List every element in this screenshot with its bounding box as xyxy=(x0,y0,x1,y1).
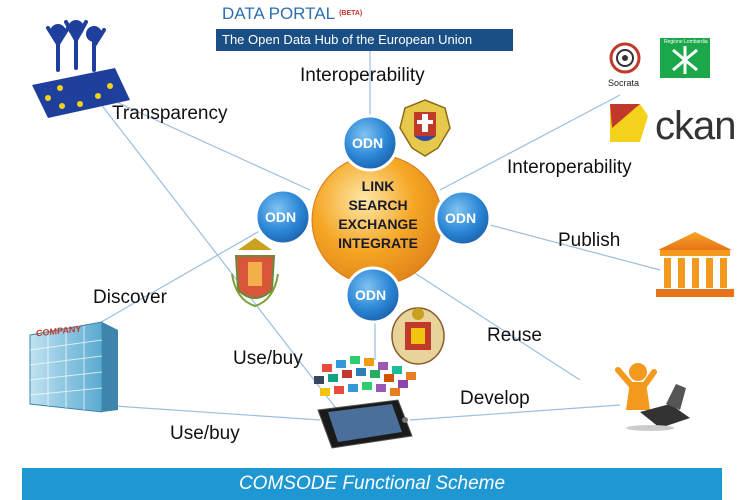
line-usebuy-bottom xyxy=(99,404,321,421)
odn-label-left: ODN xyxy=(265,209,297,225)
odn-label-bottom: ODN xyxy=(355,287,387,303)
label-usebuy-bottom: Use/buy xyxy=(170,423,240,444)
odn-label-right: ODN xyxy=(445,210,477,226)
center-line-search: SEARCH xyxy=(348,197,408,213)
socrata-logo-text: Socrata xyxy=(608,78,640,88)
app-icons-cluster xyxy=(314,356,416,396)
odn-node-bottom xyxy=(344,266,402,324)
portal-title: DATA PORTAL(BETA) xyxy=(222,4,362,24)
line-discover xyxy=(69,224,271,341)
developer-person-icon xyxy=(615,363,690,431)
company-building-icon xyxy=(29,321,118,413)
city-arms-icon xyxy=(231,238,279,308)
lombardia-logo-icon xyxy=(660,38,710,78)
label-publish: Publish xyxy=(558,230,621,251)
lombardia-logo-text: Regione Lombardia xyxy=(664,39,708,45)
label-reuse: Reuse xyxy=(487,325,542,346)
label-transparency: Transparency xyxy=(112,103,228,124)
footer-caption: COMSODE Functional Scheme xyxy=(22,468,722,500)
center-line-integrate: INTEGRATE xyxy=(338,235,418,251)
ckan-logo-icon xyxy=(610,104,648,142)
line-develop xyxy=(409,404,621,421)
eu-people-icon xyxy=(32,20,130,118)
portal-beta-badge: (BETA) xyxy=(339,10,363,17)
label-develop: Develop xyxy=(460,388,530,409)
coat-of-arms-bottom-icon xyxy=(391,307,445,365)
government-building-icon xyxy=(656,232,734,297)
label-discover: Discover xyxy=(93,287,167,308)
ckan-logo-text: ckan xyxy=(655,104,736,148)
coat-of-arms-icon xyxy=(399,99,451,157)
odn-node-left xyxy=(254,188,312,246)
odn-label-top: ODN xyxy=(352,135,384,151)
socrata-logo-icon xyxy=(609,42,641,74)
label-interoperability-right: Interoperability xyxy=(507,157,632,178)
line-reuse xyxy=(409,269,581,381)
portal-subtitle: The Open Data Hub of the European Union xyxy=(216,29,513,51)
center-line-exchange: EXCHANGE xyxy=(338,216,418,232)
line-interop-right xyxy=(439,94,621,191)
odn-node-top xyxy=(341,114,399,172)
label-usebuy-mid: Use/buy xyxy=(233,348,303,369)
label-interoperability-top: Interoperability xyxy=(300,65,425,86)
connector-lines xyxy=(69,50,661,421)
line-transparency xyxy=(89,89,311,191)
portal-title-text: DATA PORTAL xyxy=(222,4,336,23)
center-line-link: LINK xyxy=(361,178,395,194)
smartphone-icon xyxy=(317,399,413,449)
line-publish xyxy=(489,224,661,271)
odn-node-right xyxy=(434,189,492,247)
